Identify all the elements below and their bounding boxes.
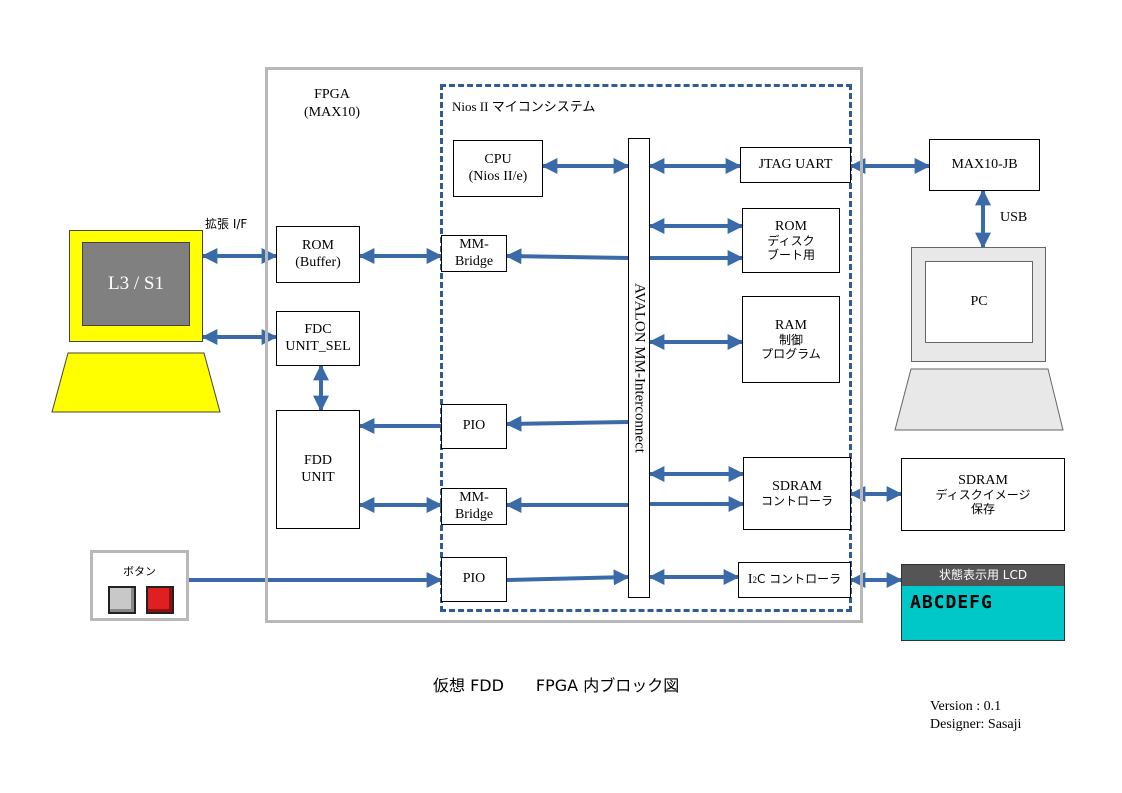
rom-buffer-line: (Buffer) [295,254,341,270]
sdram-ctrl-line: SDRAM [772,478,822,494]
mm-bridge-line: MM- [459,237,489,253]
pio-mid-block: PIO [441,404,507,449]
fdd-line: UNIT [301,469,335,485]
pio-label: PIO [462,571,486,587]
pc-keyboard [894,368,1064,431]
ram-line: 制御 [778,332,803,347]
i2c-prefix: I [747,571,753,587]
lcd-title: 状態表示用 LCD [902,565,1064,586]
sdram-ext-line: SDRAM [958,472,1008,488]
mm-bridge-line: Bridge [454,253,494,269]
pio-label: PIO [462,418,486,434]
l3-monitor: L3 / S1 [69,230,203,342]
mm-bridge-line: Bridge [454,506,494,522]
mm-bridge-line: MM- [459,490,489,506]
button-panel-label: ボタン [123,565,156,578]
rom-disk-boot-block: ROM ディスク ブート用 [742,208,840,273]
cpu-text: CPU (Nios II/e) [454,152,542,184]
mm-bridge-top-block: MM- Bridge [441,235,507,272]
pc-screen: PC [925,261,1033,343]
designer-label: Designer: Sasaji [930,717,1022,732]
cpu-line: CPU [484,152,512,168]
pc-monitor: PC [911,247,1046,362]
sdram-controller-block: SDRAM コントローラ [743,457,851,530]
fpga-label: FPGA (MAX10) [300,86,364,122]
i2c-sup: 2 [752,574,757,585]
diagram-title: 仮想 FDD FPGA 内ブロック図 [433,676,680,695]
jtag-uart-block: JTAG UART [740,147,851,183]
ram-line: RAM [775,317,807,333]
pio-bottom-block: PIO [441,557,507,602]
button-panel: ボタン [90,550,189,621]
usb-label: USB [1000,210,1028,225]
sdram-ext-line: ディスクイメージ [935,487,1031,502]
status-lcd: 状態表示用 LCD ABCDEFG [901,564,1065,641]
fdd-unit-block: FDD UNIT [276,410,360,529]
pc-screen-label: PC [970,294,988,309]
fpga-label-line2: (MAX10) [304,105,360,120]
avalon-interconnect-bar [628,138,650,598]
mm-bridge-bottom-block: MM- Bridge [441,488,507,525]
cpu-line: (Nios II/e) [468,168,528,184]
red-push-button[interactable] [146,586,174,614]
i2c-suffix: C コントローラ [756,572,842,587]
expansion-if-label: 拡張 I/F [205,217,248,231]
fpga-frame [265,67,863,623]
version-label: Version : 0.1 [930,699,1002,714]
nios-frame [440,84,852,612]
l3-screen-label: L3 / S1 [108,273,164,294]
sdram-ext-line: 保存 [970,501,995,516]
ram-block: RAM 制御 プログラム [742,296,840,383]
rom-disk-line: ディスク [767,233,815,248]
fdc-line: UNIT_SEL [285,338,351,354]
jtag-uart-label: JTAG UART [758,156,833,172]
rom-disk-line: ROM [775,218,807,234]
gray-push-button[interactable] [108,586,136,614]
sdram-external-block: SDRAM ディスクイメージ 保存 [901,458,1065,531]
ram-line: プログラム [761,346,821,361]
fdd-line: FDD [303,453,332,469]
sdram-ctrl-line: コントローラ [760,493,833,508]
rom-disk-line: ブート用 [766,247,815,262]
lcd-text: ABCDEFG [910,592,993,613]
cpu-block: CPU (Nios II/e) [453,140,543,197]
fdc-line: FDC [304,322,332,338]
l3-screen: L3 / S1 [82,242,190,326]
max10jb-block: MAX10-JB [929,139,1040,191]
max10jb-label: MAX10-JB [951,156,1018,172]
rom-buffer-block: ROM (Buffer) [276,226,360,283]
fdc-unit-sel-block: FDC UNIT_SEL [276,311,360,366]
avalon-interconnect-label: AVALON MM-Interconnect [631,283,648,453]
nios-title: Nios II マイコンシステム [452,99,596,114]
fpga-label-line1: FPGA [314,87,350,102]
rom-buffer-line: ROM [302,238,334,254]
l3-keyboard [51,352,221,413]
